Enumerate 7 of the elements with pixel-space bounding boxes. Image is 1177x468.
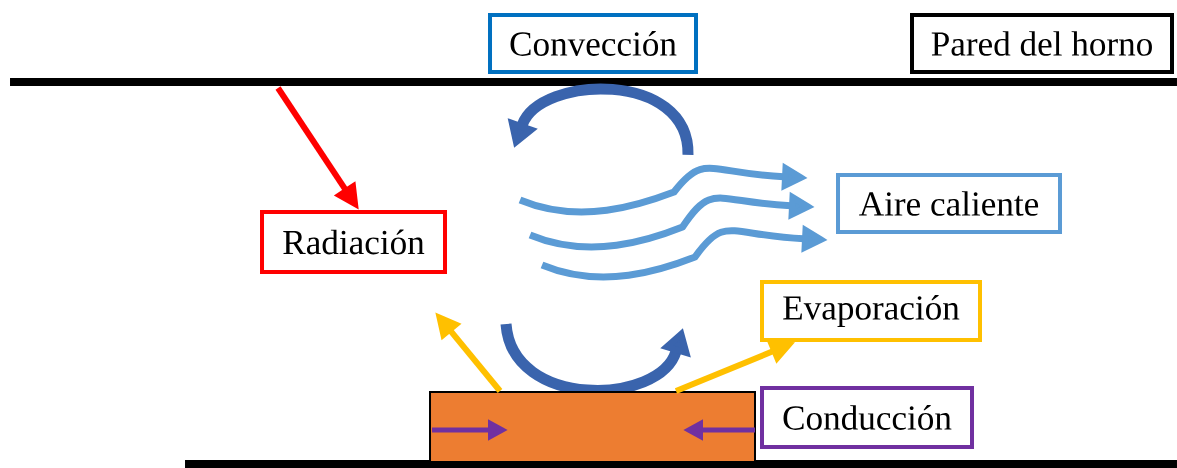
heated-block [429, 391, 756, 463]
label-box: Convección [488, 13, 698, 74]
label-box: Pared del horno [910, 13, 1174, 74]
label-box: Conducción [760, 386, 974, 449]
label-box: Radiación [260, 210, 447, 274]
label-box: Aire caliente [836, 173, 1062, 234]
label-box: Evaporación [760, 280, 982, 342]
